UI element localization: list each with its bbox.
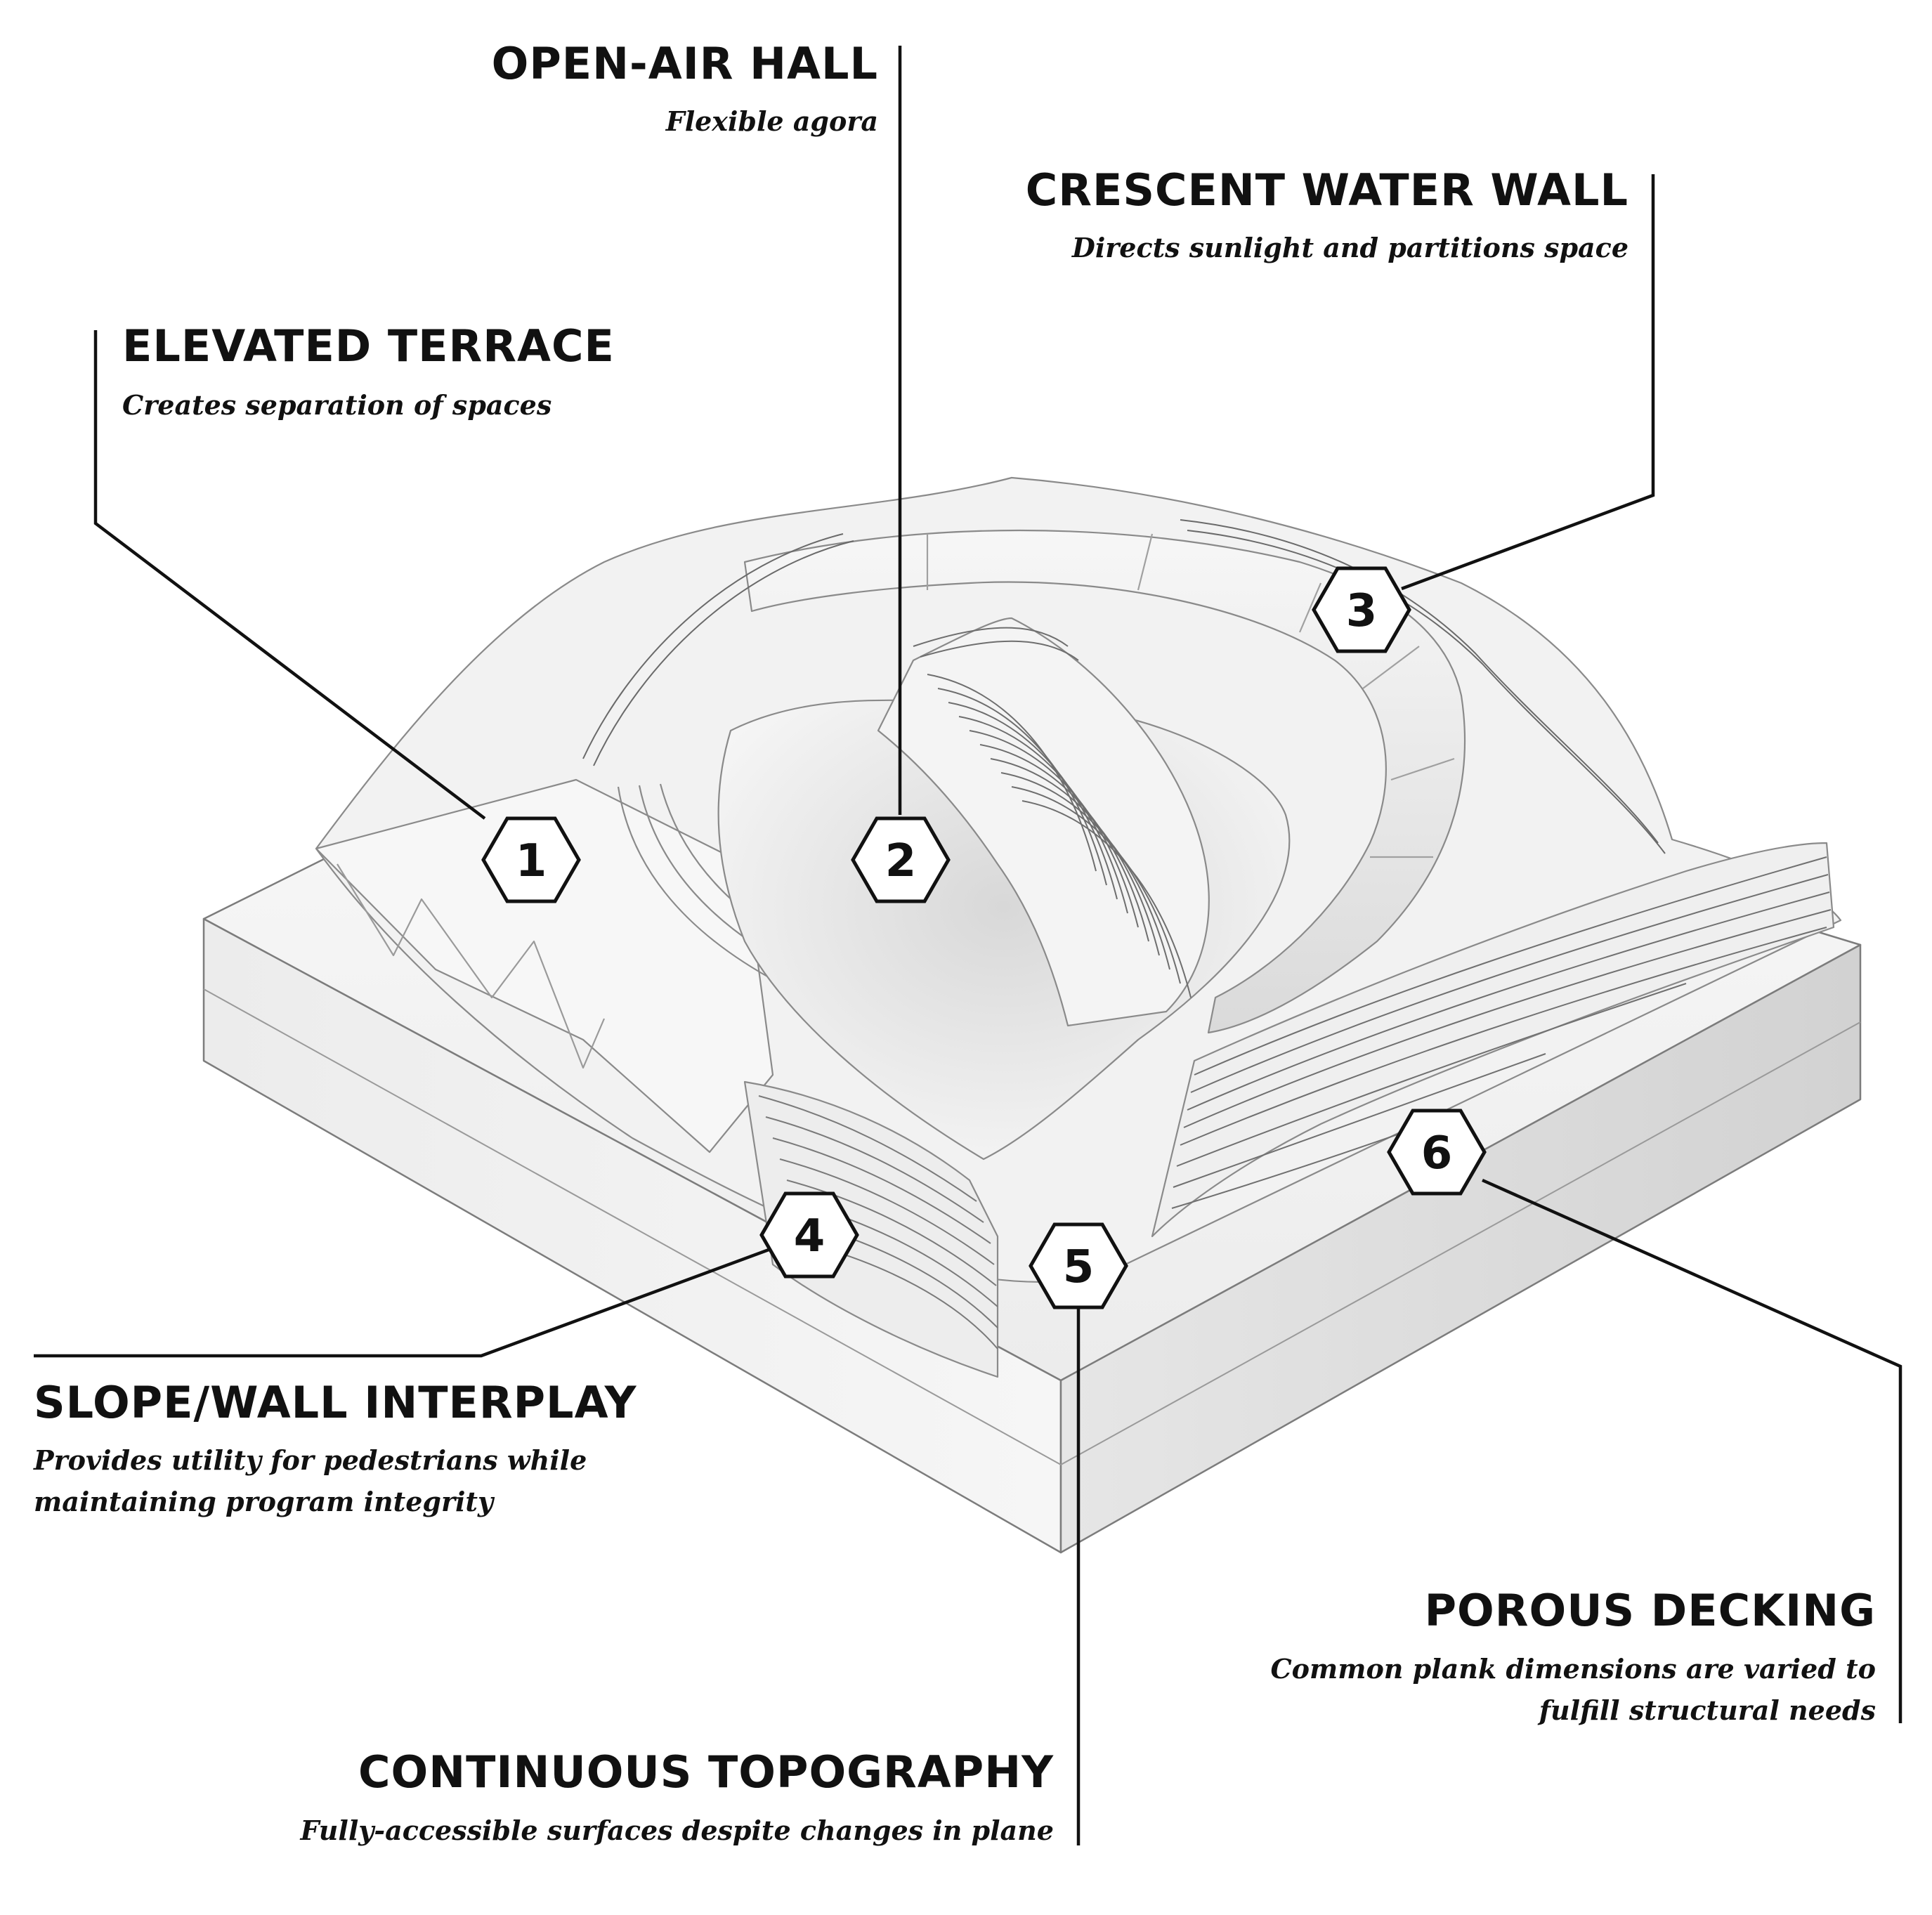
marker-number: 2 <box>885 835 917 887</box>
description-line: Common plank dimensions are varied to <box>1270 1653 1876 1685</box>
marker-number: 6 <box>1421 1128 1453 1179</box>
hexagon-icon <box>1387 1109 1487 1196</box>
marker-number: 4 <box>794 1210 825 1262</box>
callout-description: Creates separation of spaces <box>122 389 552 421</box>
plank-lines <box>913 627 1192 998</box>
base-right-face <box>1059 943 1862 1554</box>
description-line: fulfill structural needs <box>1539 1694 1876 1726</box>
callout-title: CRESCENT WATER WALL <box>1025 164 1629 216</box>
leader-6 <box>1482 1178 1902 1723</box>
description-line: Provides utility for pedestrians while <box>34 1444 587 1476</box>
decking-lines <box>1171 856 1832 1209</box>
callout-title: POROUS DECKING <box>1424 1585 1876 1636</box>
marker-number: 1 <box>516 835 547 887</box>
hexagon-icon <box>1312 566 1411 653</box>
wall-panel-lines <box>926 533 1455 858</box>
callout-title: CONTINUOUS TOPOGRAPHY <box>358 1746 1054 1798</box>
elevated-terrace <box>315 778 774 1153</box>
leader-3 <box>1401 174 1655 591</box>
leader-4 <box>34 1245 777 1358</box>
callout-description: Directs sunlight and partitions space <box>1071 232 1629 263</box>
callout-title: ELEVATED TERRACE <box>122 320 615 372</box>
callout-description: Common plank dimensions are varied to fu… <box>1270 1649 1876 1732</box>
marker-4: 4 <box>759 1191 859 1279</box>
marker-3: 3 <box>1312 566 1411 653</box>
base-layer-line-right <box>1060 1021 1861 1465</box>
hexagon-icon <box>759 1191 859 1279</box>
callout-description: Fully-accessible surfaces despite change… <box>300 1815 1054 1846</box>
landform <box>315 476 1842 1378</box>
hexagon-icon <box>851 816 951 903</box>
porous-decking <box>1151 842 1835 1238</box>
hexagon-icon <box>1029 1222 1128 1309</box>
callout-title: SLOPE/WALL INTERPLAY <box>34 1377 637 1428</box>
terrace-facets <box>337 863 606 1069</box>
crescent-water-wall <box>743 529 1466 1034</box>
marker-number: 3 <box>1346 585 1378 637</box>
description-line: maintaining program integrity <box>34 1485 494 1517</box>
callout-description: Provides utility for pedestrians while m… <box>34 1440 587 1523</box>
base-layer-line-left <box>203 988 1062 1465</box>
marker-1: 1 <box>481 816 581 903</box>
callout-title: OPEN-AIR HALL <box>491 38 878 89</box>
hexagon-icon <box>481 816 581 903</box>
marker-6: 6 <box>1387 1109 1487 1196</box>
leader-1 <box>93 330 486 820</box>
callout-description: Flexible agora <box>665 105 878 137</box>
rim-lines <box>582 519 1666 854</box>
marker-2: 2 <box>851 816 951 903</box>
marker-5: 5 <box>1029 1222 1128 1309</box>
leader-lines <box>34 46 1902 1845</box>
ribbed-vault <box>877 617 1210 1027</box>
marker-number: 5 <box>1063 1241 1095 1293</box>
